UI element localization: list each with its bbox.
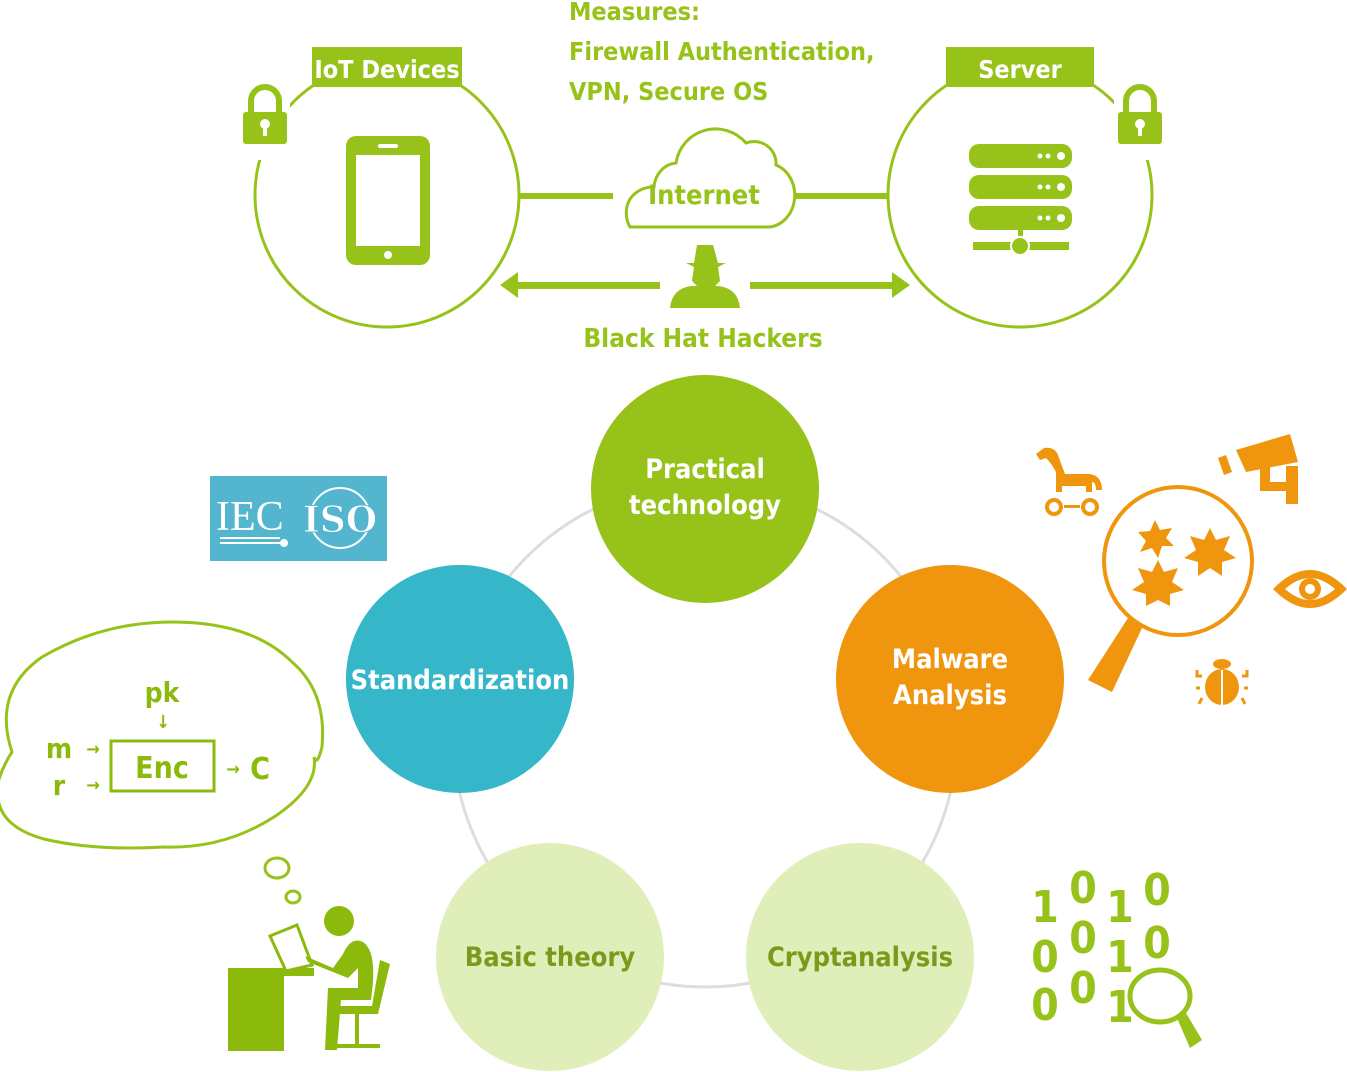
connection-line	[796, 193, 888, 199]
cloud-icon	[624, 127, 797, 229]
thought-bubble	[0, 620, 325, 905]
arrow-right-icon: →	[86, 739, 100, 760]
practical-technology-circle[interactable]: Practical technology	[591, 375, 819, 603]
binary-digit: 1	[1106, 932, 1134, 983]
enc-label: Enc	[135, 751, 189, 786]
binary-digit: 0	[1031, 980, 1059, 1031]
magnifier-icon	[1127, 967, 1202, 1048]
black-hat-hackers-label: Black Hat Hackers	[583, 324, 822, 354]
server-label: Server	[978, 55, 1062, 84]
measures-title: Measures:	[569, 0, 700, 26]
binary-digit: 0	[1069, 963, 1097, 1014]
iso-logo-text: ISO	[303, 499, 377, 541]
iot-devices-node: IoT Devices	[253, 47, 521, 329]
enc-box	[109, 739, 216, 793]
arrow-right-icon: →	[86, 775, 100, 796]
randomness-label: r	[53, 769, 66, 802]
basic-theory-circle[interactable]: Basic theory	[436, 843, 664, 1071]
binary-digits: 1 0 1 0 0 0 1 0 0 0 1	[1031, 863, 1171, 1033]
binary-digit: 0	[1031, 932, 1059, 983]
iec-logo-text: IEC	[216, 494, 284, 540]
hacker-icon	[670, 245, 740, 308]
binary-digit: 0	[1069, 913, 1097, 964]
lock-icon	[1114, 75, 1164, 160]
iot-devices-label: IoT Devices	[314, 55, 459, 84]
attack-arrow-left	[500, 272, 660, 298]
standardization-label: Standardization	[351, 665, 570, 696]
arrow-right-icon: →	[226, 759, 240, 780]
surveillance-camera-icon	[1218, 434, 1298, 504]
iec-iso-logo: IEC ISO	[210, 476, 387, 561]
magnifier-with-viruses-icon	[1088, 485, 1254, 692]
practical-technology-label: Practical	[645, 454, 765, 485]
malware-analysis-label: Analysis	[893, 680, 1007, 711]
cryptanalysis-label: Cryptanalysis	[767, 942, 953, 973]
measures-line1: Firewall Authentication,	[569, 37, 875, 66]
binary-digit: 0	[1143, 918, 1171, 969]
arrow-down-icon: ↓	[156, 712, 170, 733]
basic-theory-label: Basic theory	[465, 942, 636, 973]
connection-line	[519, 193, 613, 199]
binary-digit: 0	[1143, 865, 1171, 916]
malware-analysis-circle[interactable]: Malware Analysis	[836, 565, 1064, 793]
smartphone-icon	[346, 136, 430, 265]
practical-technology-label: technology	[629, 490, 781, 521]
message-label: m	[46, 732, 72, 765]
ciphertext-label: C	[250, 752, 270, 787]
malware-analysis-label: Malware	[892, 644, 1008, 675]
bug-icon	[1195, 659, 1249, 705]
eye-icon	[1273, 570, 1347, 608]
trojan-horse-icon	[1036, 447, 1102, 516]
attack-arrow-right	[750, 272, 910, 298]
internet-label: Internet	[648, 180, 760, 211]
binary-digit: 1	[1106, 882, 1134, 933]
virus-icon	[1132, 520, 1236, 606]
server-node: Server	[886, 47, 1154, 329]
public-key-label: pk	[145, 676, 181, 709]
server-rack-icon	[969, 144, 1072, 256]
lock-icon	[240, 75, 290, 160]
standardization-circle[interactable]: Standardization	[346, 565, 574, 793]
researcher-at-desk-icon	[228, 906, 390, 1051]
cryptanalysis-circle[interactable]: Cryptanalysis	[746, 843, 974, 1071]
binary-digit: 1	[1031, 882, 1059, 933]
binary-digit: 0	[1069, 863, 1097, 914]
measures-line2: VPN, Secure OS	[569, 77, 768, 106]
